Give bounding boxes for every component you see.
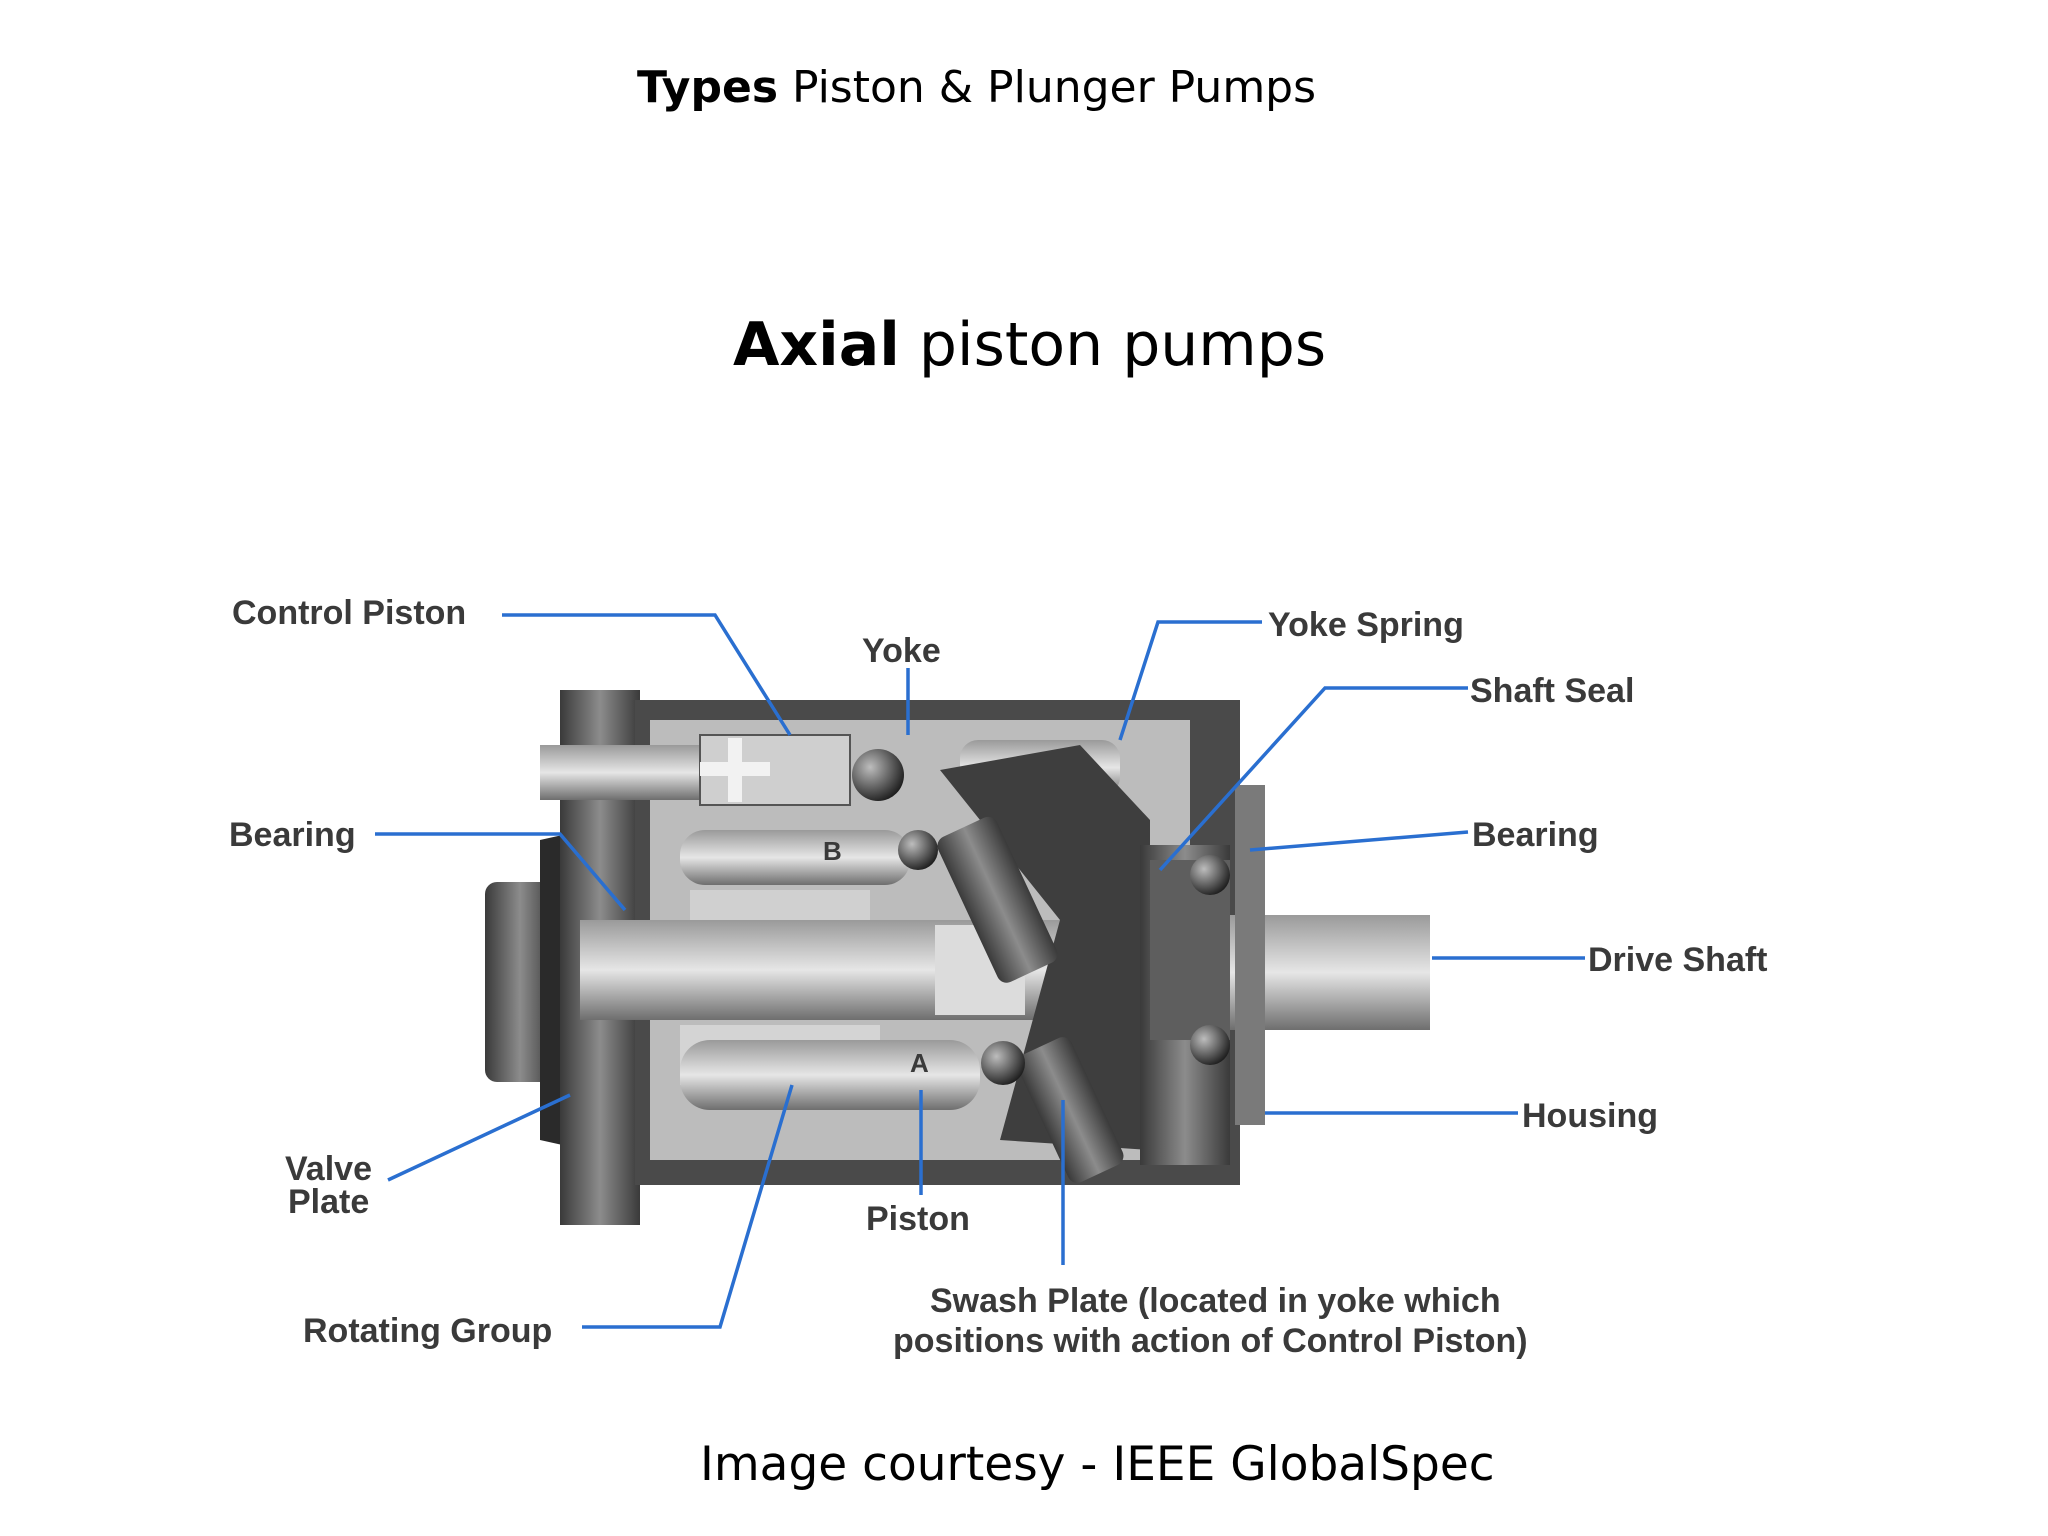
chamber-a-label: A bbox=[910, 1048, 929, 1078]
slide-title: Axial piston pumps bbox=[733, 310, 1326, 380]
leader-lines bbox=[375, 613, 1585, 1329]
swash-rod-upper bbox=[937, 816, 1058, 983]
label-valve-plate-line1: Valve bbox=[285, 1150, 372, 1188]
label-swash-plate-line1: Swash Plate (located in yoke which bbox=[930, 1282, 1501, 1320]
piston-b bbox=[680, 830, 910, 885]
bearing-ball-lower bbox=[1190, 1025, 1230, 1065]
header-bold: Types bbox=[637, 62, 779, 113]
label-yoke-spring: Yoke Spring bbox=[1268, 606, 1464, 644]
leader-bearing-left bbox=[375, 832, 627, 912]
piston-b-ball bbox=[898, 830, 938, 870]
label-valve-plate-line2: Plate bbox=[288, 1183, 369, 1221]
leader-yoke-spring bbox=[1118, 620, 1262, 741]
housing-right-flange bbox=[1235, 785, 1265, 1125]
swash-plate bbox=[940, 745, 1150, 1150]
label-drive-shaft: Drive Shaft bbox=[1588, 941, 1768, 979]
valve-plate-block bbox=[485, 882, 555, 1082]
piston-a-ball bbox=[981, 1041, 1025, 1085]
label-bearing-right: Bearing bbox=[1472, 816, 1599, 854]
label-control-piston: Control Piston bbox=[232, 594, 466, 632]
swash-rod-lower bbox=[1016, 1037, 1124, 1183]
chamber-b-label: B bbox=[823, 836, 842, 866]
header-text: Piston & Plunger Pumps bbox=[778, 62, 1317, 113]
label-yoke: Yoke bbox=[862, 632, 941, 670]
yoke-ball bbox=[852, 749, 904, 801]
label-bearing-left: Bearing bbox=[229, 816, 356, 854]
label-housing: Housing bbox=[1522, 1097, 1658, 1135]
title-text: piston pumps bbox=[899, 310, 1327, 380]
piston-a bbox=[680, 1040, 980, 1110]
leader-rotating-group bbox=[582, 1084, 794, 1329]
leader-valve-plate bbox=[387, 1093, 571, 1182]
label-piston: Piston bbox=[866, 1200, 970, 1238]
label-swash-plate-line2: positions with action of Control Piston) bbox=[893, 1322, 1528, 1360]
label-rotating-group: Rotating Group bbox=[303, 1312, 552, 1350]
control-piston-cross-h bbox=[700, 762, 770, 776]
leader-bearing-right bbox=[1249, 830, 1469, 852]
pump-illustration: B A bbox=[485, 690, 1430, 1225]
title-bold: Axial bbox=[733, 310, 900, 380]
leader-shaft-seal bbox=[1158, 686, 1468, 872]
leader-control-piston bbox=[502, 613, 792, 736]
slide-header: Types Piston & Plunger Pumps bbox=[637, 62, 1316, 113]
label-shaft-seal: Shaft Seal bbox=[1470, 672, 1634, 710]
bearing-ball-upper bbox=[1190, 855, 1230, 895]
part-labels: Control Piston Yoke Yoke Spring Shaft Se… bbox=[229, 594, 1768, 1360]
image-credit: Image courtesy - IEEE GlobalSpec bbox=[700, 1437, 1495, 1492]
